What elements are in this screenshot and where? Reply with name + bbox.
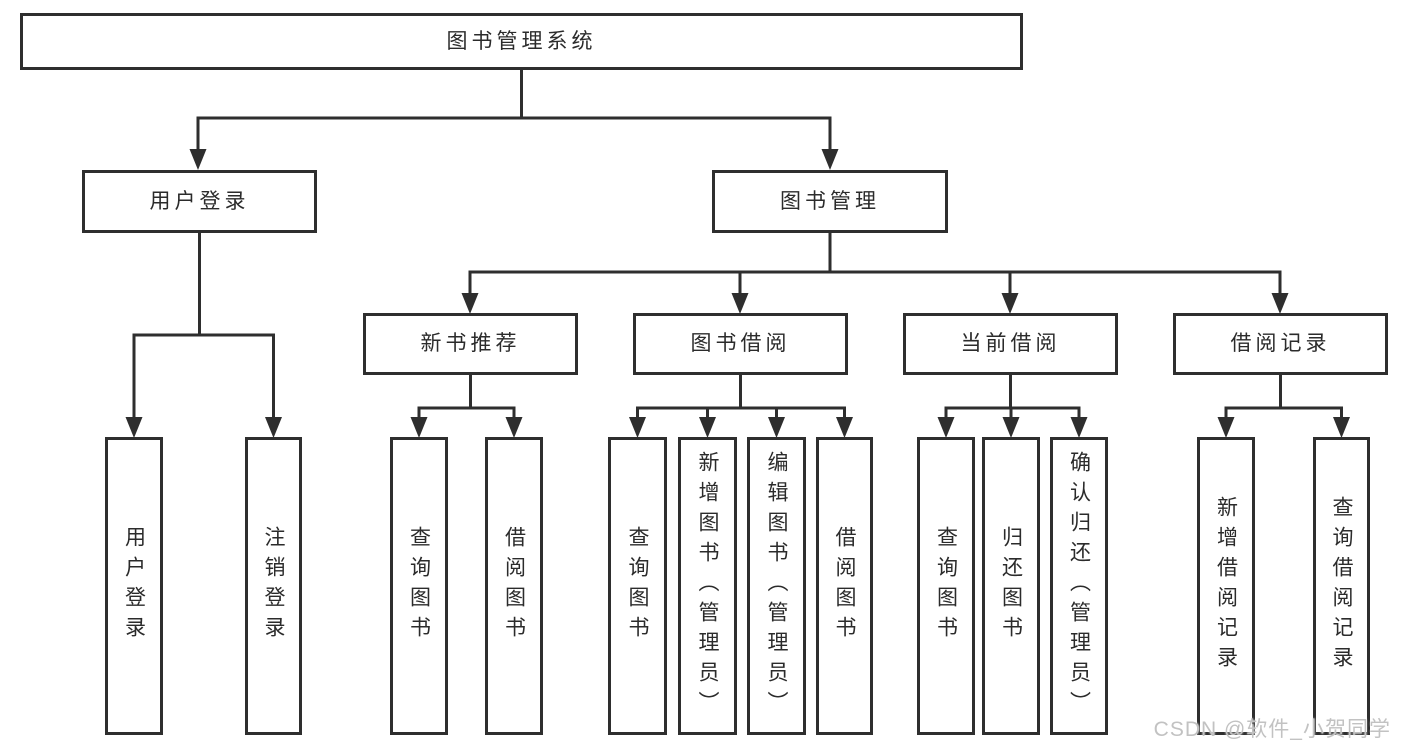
node-library-management-system: 图书管理系统	[20, 13, 1023, 70]
leaf-borrowing-add-books-admin: 新增图书（管理员）	[678, 437, 737, 735]
leaf-recommend-borrow-books: 借阅图书	[485, 437, 543, 735]
leaf-borrowing-borrow-books: 借阅图书	[816, 437, 873, 735]
leaf-records-add-record: 新增借阅记录	[1197, 437, 1255, 735]
leaf-current-return-books: 归还图书	[982, 437, 1040, 735]
leaf-records-query-record: 查询借阅记录	[1313, 437, 1370, 735]
connector-path	[132, 70, 1343, 418]
leaf-borrowing-edit-books-admin: 编辑图书（管理员）	[747, 437, 806, 735]
leaf-borrowing-query-books: 查询图书	[608, 437, 667, 735]
csdn-watermark: CSDN @软件_小贺同学	[1153, 718, 1391, 741]
leaf-user-login: 用户登录	[105, 437, 163, 735]
leaf-recommend-query-books: 查询图书	[390, 437, 448, 735]
node-book-management: 图书管理	[712, 170, 948, 233]
leaf-current-query-books: 查询图书	[917, 437, 975, 735]
arrow-down-icon	[125, 149, 1350, 438]
node-borrowing-records: 借阅记录	[1173, 313, 1388, 375]
node-new-book-recommend: 新书推荐	[363, 313, 578, 375]
node-current-borrowing: 当前借阅	[903, 313, 1118, 375]
node-user-login: 用户登录	[82, 170, 317, 233]
node-book-borrowing: 图书借阅	[633, 313, 848, 375]
leaf-current-confirm-return-admin: 确认归还（管理员）	[1050, 437, 1108, 735]
leaf-logout: 注销登录	[245, 437, 302, 735]
